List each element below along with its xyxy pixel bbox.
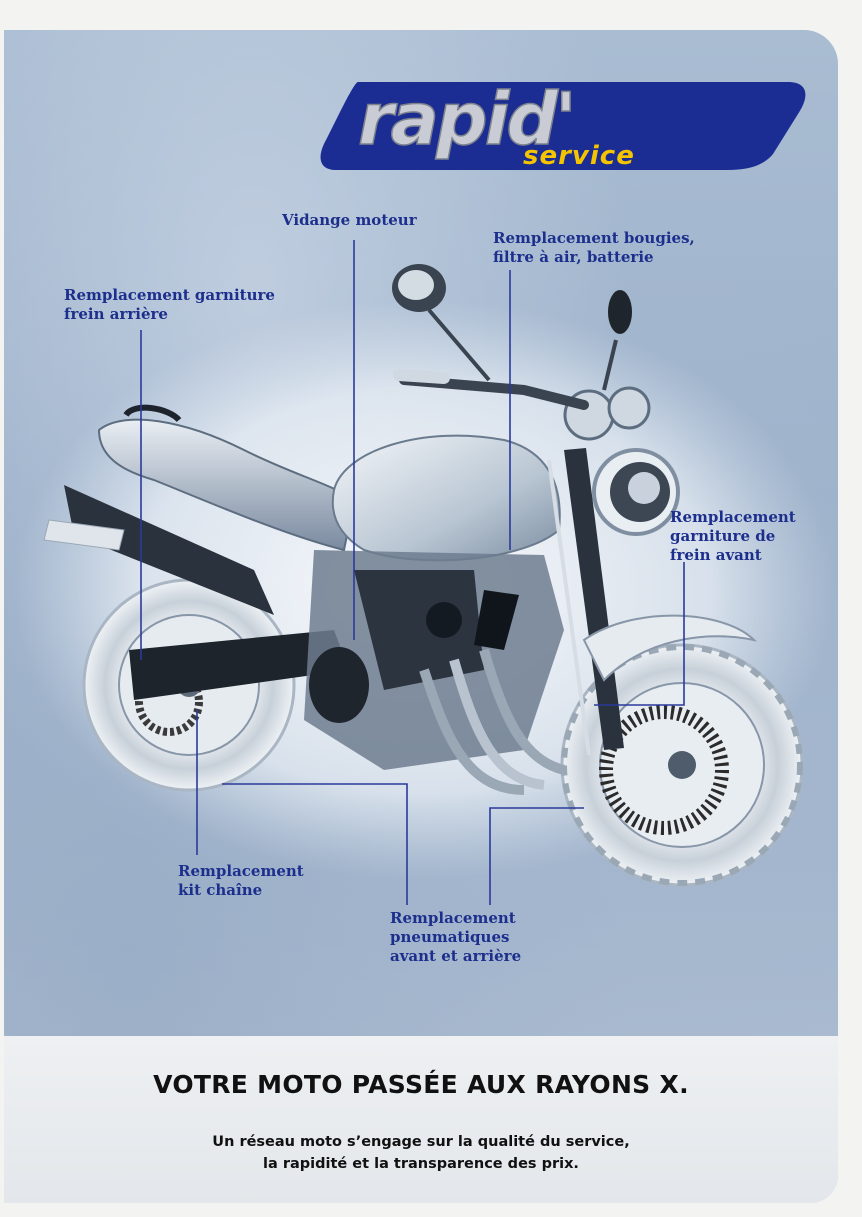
swingarm	[129, 630, 349, 700]
leader-lines	[140, 240, 685, 905]
callout-bougies: Remplacement bougies, filtre à air, batt…	[493, 229, 695, 266]
footer-band: VOTRE MOTO PASSÉE AUX RAYONS X. Un résea…	[4, 1036, 838, 1203]
left-mirror	[392, 264, 491, 382]
callout-pneumatiques: Remplacement pneumatiques avant et arriè…	[390, 909, 522, 965]
exhaust	[64, 485, 274, 615]
subline: Un réseau moto s’engage sur la qualité d…	[212, 1134, 630, 1172]
callout-vidange-moteur: Vidange moteur	[282, 211, 417, 229]
logo-word: rapid'	[358, 77, 574, 161]
callout-frein-arriere: Remplacement garniture frein arrière	[64, 286, 275, 323]
headlight	[592, 448, 680, 536]
ad-page: rapid' service Vidange moteur Remplaceme…	[4, 30, 838, 1203]
engine	[304, 550, 566, 795]
rapid-service-logo: rapid' service	[320, 76, 806, 171]
callout-frein-avant: Remplacement garniture de frein avant	[670, 508, 796, 564]
logo-sub: service	[523, 141, 635, 171]
tachometer	[607, 386, 651, 430]
motorcycle-illustration	[14, 240, 834, 905]
front-fender	[582, 614, 758, 682]
headline: VOTRE MOTO PASSÉE AUX RAYONS X.	[153, 1070, 689, 1099]
right-mirror	[602, 290, 632, 391]
callout-kit-chaine: Remplacement kit chaîne	[178, 862, 304, 899]
fuel-tank	[331, 434, 561, 562]
